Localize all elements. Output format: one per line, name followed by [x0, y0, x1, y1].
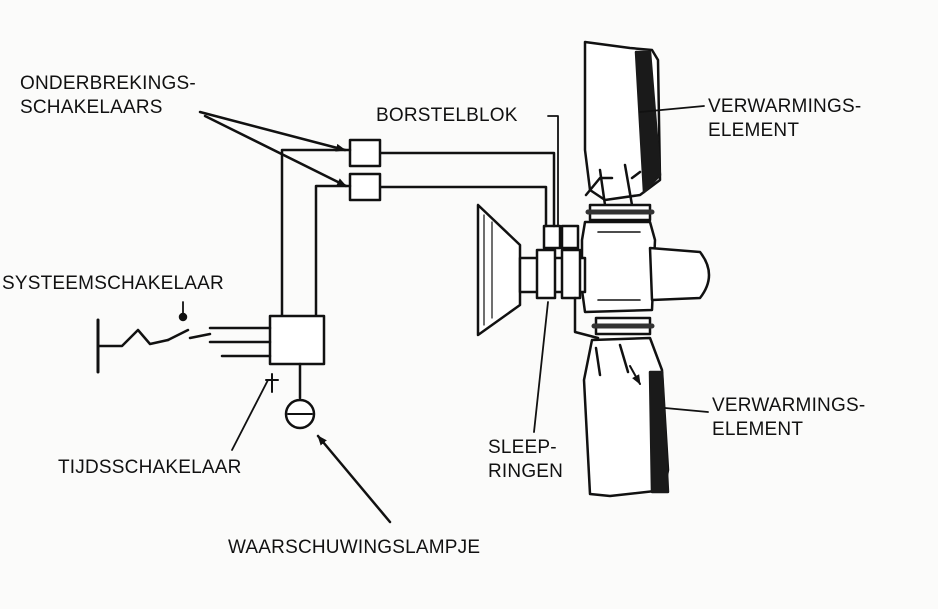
brush-block	[542, 224, 580, 250]
leader-brush-block	[547, 115, 559, 227]
interrupt-switch-2	[348, 172, 382, 202]
label-brush-block: BORSTELBLOK	[376, 105, 518, 126]
label-system-switch: SYSTEEMSCHAKELAAR	[2, 273, 224, 294]
label-warning-lamp: WAARSCHUWINGSLAMPJE	[228, 537, 481, 558]
leader-heater-top	[639, 105, 705, 113]
wire-top-to-brush	[378, 151, 556, 228]
system-switch	[96, 312, 272, 374]
lower-heating-element	[648, 370, 670, 494]
label-interrupt-switches: ONDERBREKINGS- SCHAKELAARS	[20, 73, 196, 118]
engine-nose	[476, 203, 522, 337]
leader-timer	[231, 379, 269, 451]
spinner-cap	[648, 246, 711, 302]
wire-to-upper-heater	[584, 170, 642, 197]
label-heating-element-bottom: VERWARMINGS- ELEMENT	[712, 395, 866, 440]
slip-rings	[535, 248, 582, 300]
wire-switch2-to-timer	[314, 184, 352, 318]
label-timer-switch: TIJDSSCHAKELAAR	[58, 457, 242, 478]
wire-bottom-to-brush	[378, 185, 548, 228]
heater-arrow	[629, 365, 641, 385]
upper-blade	[583, 40, 662, 207]
wire-to-lower-heater	[573, 296, 600, 340]
upper-heating-element	[634, 50, 662, 194]
label-slip-rings: SLEEP- RINGEN	[488, 437, 564, 482]
leader-warning-lamp	[316, 434, 392, 524]
leader-interrupt-2	[203, 114, 348, 188]
label-heating-element-top: VERWARMINGS- ELEMENT	[708, 96, 862, 141]
wire-switch1-to-timer	[280, 148, 352, 318]
leader-interrupt-1	[198, 110, 347, 152]
propeller-hub	[580, 220, 711, 314]
timer-box	[268, 314, 326, 366]
lower-blade	[582, 336, 670, 498]
interrupt-switch-1	[348, 138, 382, 168]
leader-slip-rings	[533, 301, 549, 433]
leader-heater-bottom	[664, 407, 709, 413]
